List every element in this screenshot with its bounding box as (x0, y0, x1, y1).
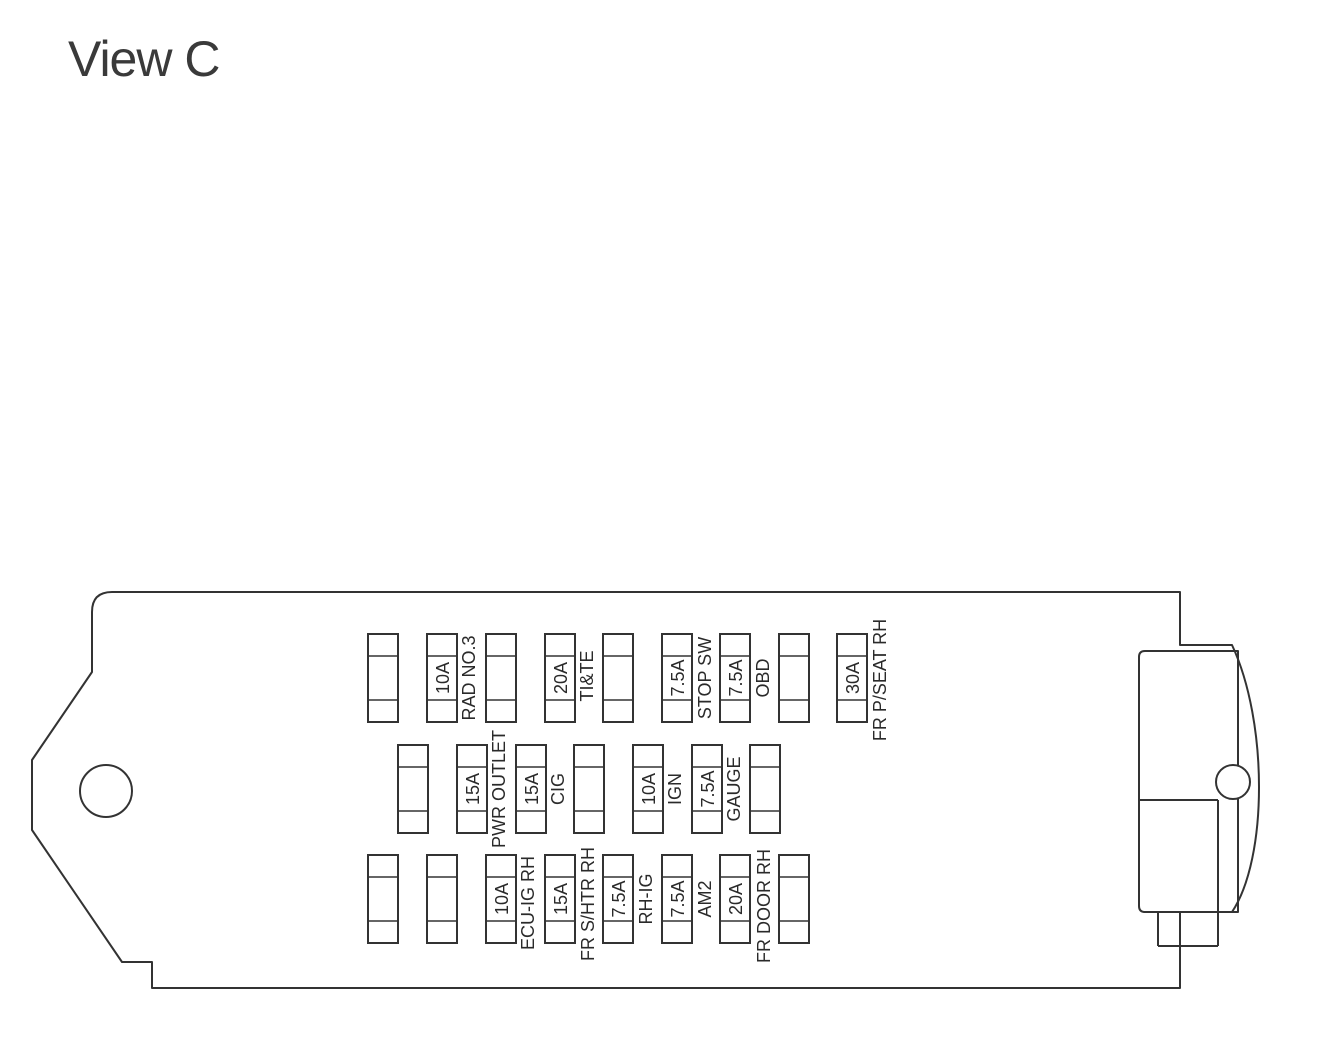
fuse-r3c6: 7.5A (661, 854, 693, 944)
fuse-r2c3: 15A (515, 744, 547, 834)
fuse-r3c4-label: FR S/HTR RH (578, 847, 598, 961)
fuse-r1c6-label: STOP SW (695, 637, 715, 719)
mounting-hole (79, 764, 133, 818)
fuse-r1c9-rating: 30A (843, 662, 863, 694)
fuse-r2c3-rating: 15A (522, 773, 542, 805)
fuse-r3c4-rating: 15A (551, 883, 571, 915)
fuse-r1c1 (367, 633, 399, 723)
fuse-r3c2 (426, 854, 458, 944)
fuse-r3c3-rating: 10A (492, 883, 512, 915)
view-title: View C (68, 31, 220, 87)
fuse-r3c7-label: FR DOOR RH (754, 849, 774, 963)
fuse-r2c2: 15A (456, 744, 488, 834)
fuse-r2c6-rating: 7.5A (698, 770, 718, 807)
fuse-r2c1 (397, 744, 429, 834)
fuse-r1c7-label: OBD (753, 658, 773, 697)
fuse-r3c7: 20A (719, 854, 751, 944)
fuse-r2c2-rating: 15A (463, 773, 483, 805)
fuse-r1c3 (485, 633, 517, 723)
fuse-r2c6-label: GAUGE (724, 756, 744, 821)
fuse-r1c2-label: RAD NO.3 (459, 635, 479, 720)
fuse-r3c1 (367, 854, 399, 944)
fuse-r3c5-rating: 7.5A (609, 880, 629, 917)
fuse-r1c4-rating: 20A (551, 662, 571, 694)
fuse-r1c2: 10A (426, 633, 458, 723)
fuse-r2c4 (573, 744, 605, 834)
fuse-r2c2-label: PWR OUTLET (489, 730, 509, 848)
fuse-r1c9-label: FR P/SEAT RH (870, 619, 890, 741)
fuse-r1c4-label: TI&TE (577, 650, 597, 701)
fuse-r1c9: 30A (836, 633, 868, 723)
fuse-r3c3: 10A (485, 854, 517, 944)
fuse-r2c3-label: CIG (548, 773, 568, 805)
fuse-r2c7 (749, 744, 781, 834)
fuse-r3c6-label: AM2 (695, 880, 715, 917)
fuse-r1c8 (778, 633, 810, 723)
fuse-r3c4: 15A (544, 854, 576, 944)
fuse-r1c6-rating: 7.5A (668, 659, 688, 696)
fuse-r3c5-label: RH-IG (636, 874, 656, 925)
fuse-r3c5: 7.5A (602, 854, 634, 944)
fuse-r1c5 (602, 633, 634, 723)
fuse-r1c7-rating: 7.5A (726, 659, 746, 696)
fuse-r2c5: 10A (632, 744, 664, 834)
fuse-r3c8 (778, 854, 810, 944)
fuse-r2c6: 7.5A (691, 744, 723, 834)
fuse-r2c5-label: IGN (665, 773, 685, 805)
connector-tab (1138, 650, 1251, 947)
fuse-box-outline (31, 591, 1260, 989)
fuse-r3c3-label: ECU-IG RH (518, 856, 538, 950)
fuse-r1c4: 20A (544, 633, 576, 723)
fuse-r1c2-rating: 10A (433, 662, 453, 694)
fuse-r3c6-rating: 7.5A (668, 880, 688, 917)
fuse-r3c7-rating: 20A (726, 883, 746, 915)
fuse-r1c6: 7.5A (661, 633, 693, 723)
fuse-r2c5-rating: 10A (639, 773, 659, 805)
fuse-r1c7: 7.5A (719, 633, 751, 723)
